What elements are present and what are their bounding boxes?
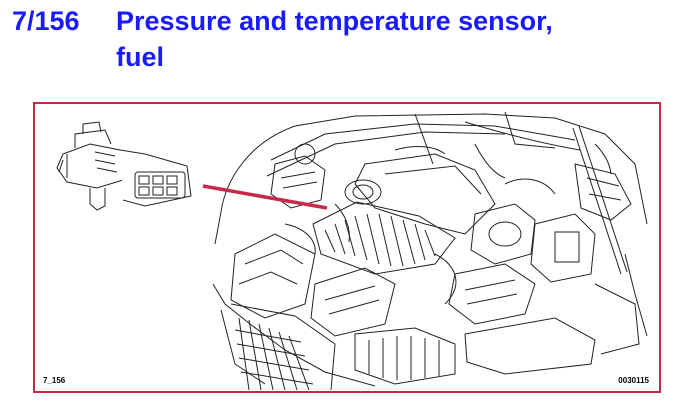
engine-bay-illustration: [56, 111, 648, 391]
reference-number: 7/156: [12, 6, 80, 36]
page-title-line-1: Pressure and temperature sensor,: [116, 6, 553, 36]
illustration-frame: 7_156 0030115: [33, 102, 661, 393]
pointer-line: [202, 184, 328, 210]
sensor-detail-drawing: [56, 121, 192, 211]
figure-id-left: 7_156: [43, 376, 66, 385]
figure-id-right: 0030115: [618, 376, 649, 385]
page-title-line-2: fuel: [116, 42, 165, 72]
page-header: 7/156 Pressure and temperature sensor, f…: [0, 0, 676, 90]
engine-bay-drawing: [212, 111, 648, 391]
